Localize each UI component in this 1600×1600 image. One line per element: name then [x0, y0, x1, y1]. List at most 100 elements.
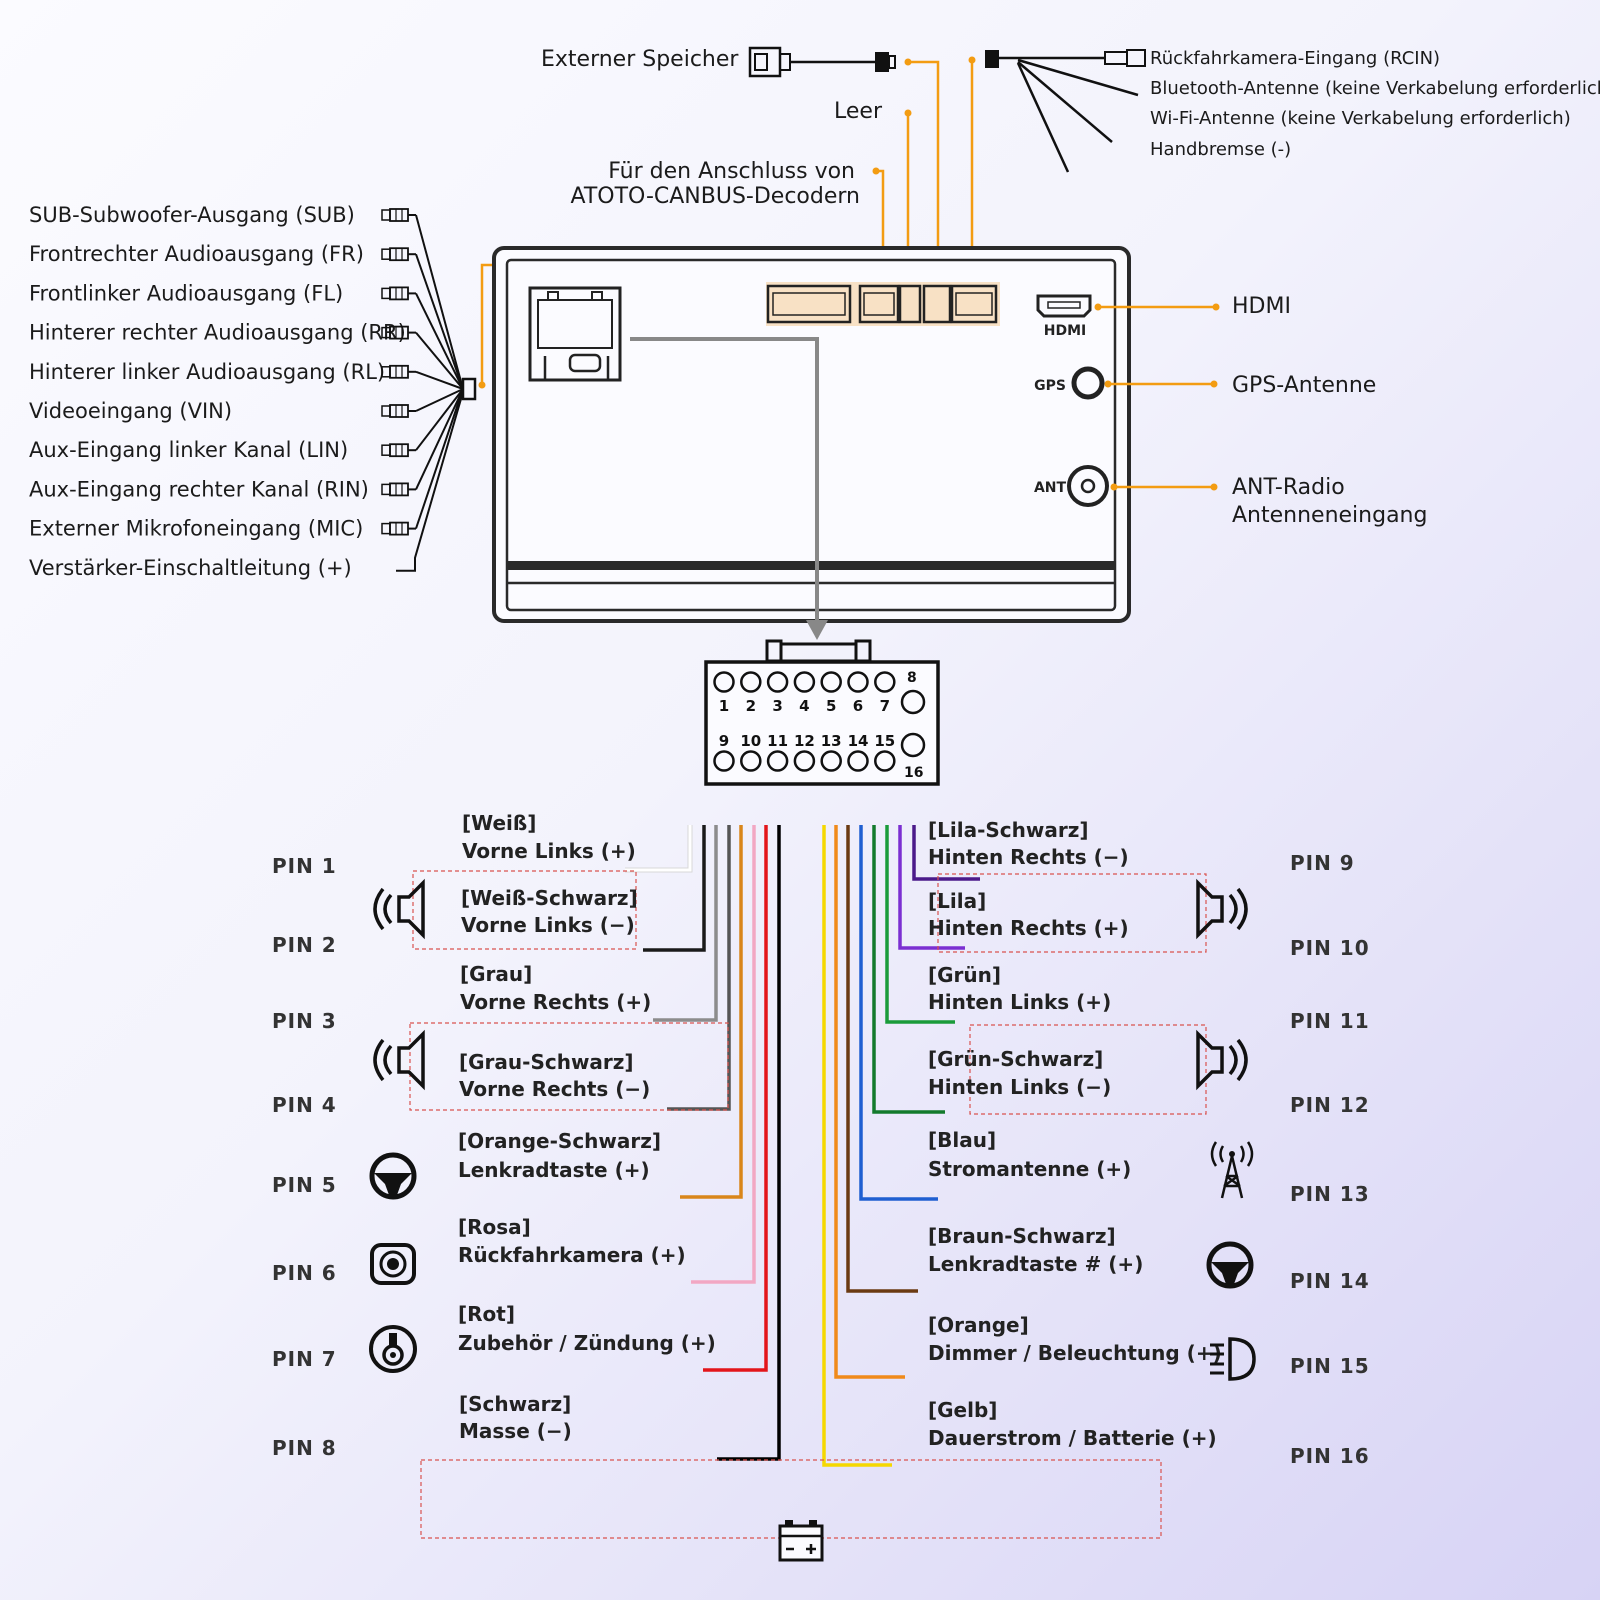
rca-wire	[415, 388, 464, 490]
rca-plug-icon	[381, 521, 416, 536]
wire-function-label: Stromantenne (+)	[928, 1157, 1131, 1181]
wire-color-label: [Rot]	[458, 1302, 515, 1326]
pin-hole	[874, 750, 896, 772]
pin-label: PIN 3	[272, 1009, 337, 1033]
wire-pin-1	[625, 825, 692, 872]
left-wire-bundle	[625, 825, 781, 1461]
canbus-socket-row	[766, 282, 1000, 326]
battery-icon	[778, 1520, 824, 1562]
iso-connector-socket	[528, 286, 622, 382]
rca-plug-icon	[381, 325, 416, 340]
rca-plug-icon	[381, 286, 416, 301]
pin-label: PIN 6	[272, 1261, 337, 1285]
pin-number: 7	[880, 697, 890, 715]
pin-label: PIN 12	[1290, 1093, 1370, 1117]
ignition-key-icon	[369, 1325, 417, 1373]
pin-number: 2	[746, 697, 756, 715]
pin-number: 9	[719, 732, 729, 750]
rcin-label: Rückfahrkamera-Eingang (RCIN)	[1150, 48, 1440, 69]
wire-color-label: [Grün]	[928, 963, 1001, 987]
pin-label: PIN 2	[272, 933, 337, 957]
wire-color-label: [Orange]	[928, 1313, 1029, 1337]
canbus-label-line2: ATOTO-CANBUS-Decodern	[570, 184, 860, 209]
rca-wire	[415, 388, 464, 412]
wire-pin-11	[885, 825, 955, 1024]
left-output-list: SUB-Subwoofer-Ausgang (SUB)Frontrechter …	[29, 203, 464, 580]
rca-wire	[415, 292, 464, 390]
pin-hole	[740, 671, 762, 693]
wire-function-label: Rückfahrkamera (+)	[458, 1243, 686, 1267]
pin-number: 14	[848, 732, 869, 750]
steering-wheel-icon	[1206, 1241, 1254, 1289]
output-label: Frontlinker Audioausgang (FL)	[29, 281, 343, 305]
wire-pin-6	[691, 825, 756, 1284]
wire-color-label: [Schwarz]	[459, 1392, 571, 1416]
pin-label-layer: PIN 1[Weiß]Vorne Links (+)PIN 2[Weiß-Sch…	[272, 811, 1370, 1468]
handbrake-label: Handbremse (-)	[1150, 139, 1291, 160]
wire-color-label: [Gelb]	[928, 1398, 997, 1422]
rca-plug-icon	[381, 364, 416, 379]
head-unit: HDMI GPS ANT	[492, 246, 1131, 640]
wire-function-label: Hinten Links (+)	[928, 990, 1111, 1014]
pin-number: 13	[821, 732, 842, 750]
rca-wire	[415, 253, 464, 390]
pin-number: 3	[772, 697, 782, 715]
pin-number: 5	[826, 697, 836, 715]
output-label: Verstärker-Einschaltleitung (+)	[29, 556, 352, 580]
pin-label: PIN 7	[272, 1347, 337, 1371]
rca-plug-icon	[381, 404, 416, 418]
wire-color-label: [Lila]	[928, 889, 986, 913]
pin-number: 4	[799, 697, 809, 715]
pin-hole	[766, 671, 789, 693]
rca-plug-icon	[381, 443, 416, 458]
wire-color-label: [Weiß]	[462, 811, 536, 835]
hdmi-port-icon	[1036, 294, 1092, 318]
pin-label: PIN 16	[1290, 1444, 1370, 1468]
wire-function-label: Hinten Rechts (−)	[928, 845, 1129, 869]
output-label: Externer Mikrofoneingang (MIC)	[29, 517, 363, 541]
ant-label-line1: ANT-Radio	[1232, 475, 1345, 500]
ant-small-label: ANT	[1034, 480, 1067, 496]
rca-plug-icon	[381, 482, 416, 497]
empty-port-label: Leer	[834, 99, 883, 124]
rca-wire	[415, 388, 464, 529]
rca-plug-icon	[381, 247, 416, 262]
wire-pin-10	[898, 825, 965, 950]
wire-function-label: Hinten Links (−)	[928, 1075, 1111, 1099]
rca-plug-icon	[381, 208, 416, 222]
rca-wire	[415, 388, 464, 451]
rca-wire	[415, 370, 464, 390]
pin-label: PIN 9	[1290, 851, 1355, 875]
gps-port-icon	[1071, 366, 1105, 400]
output-label: Videoeingang (VIN)	[29, 399, 232, 423]
pin-number: 15	[874, 732, 895, 750]
wire-function-label: Dauerstrom / Batterie (+)	[928, 1426, 1217, 1450]
right-port-leaders	[1094, 303, 1220, 491]
camera-icon	[370, 1243, 416, 1285]
hdmi-small-label: HDMI	[1044, 323, 1086, 339]
dashed-group-boxes	[409, 870, 1207, 1539]
hdmi-label: HDMI	[1232, 294, 1291, 319]
pin-number: 1	[719, 697, 729, 715]
wire-pin-16	[822, 825, 892, 1467]
wire-pin-3	[653, 825, 718, 1022]
wire-color-label: [Blau]	[928, 1128, 996, 1152]
bluetooth-label: Bluetooth-Antenne (keine Verkabelung erf…	[1150, 78, 1600, 99]
pin-number: 11	[767, 732, 788, 750]
rear-camera-bundle-icon	[985, 49, 1146, 173]
wire-function-label: Zubehör / Zündung (+)	[458, 1331, 716, 1355]
gps-antenna-label: GPS-Antenne	[1232, 373, 1376, 398]
pin-hole	[713, 671, 735, 693]
external-storage-label: Externer Speicher	[541, 47, 739, 72]
pin-hole	[874, 671, 896, 693]
wire-function-label: Dimmer / Beleuchtung (+)	[928, 1341, 1222, 1365]
gps-small-label: GPS	[1034, 378, 1066, 394]
pin-label: PIN 15	[1290, 1354, 1370, 1378]
wire-color-label: [Braun-Schwarz]	[928, 1224, 1116, 1248]
wire-color-label: [Orange-Schwarz]	[458, 1129, 661, 1153]
output-label: Hinterer linker Audioausgang (RL)	[29, 360, 385, 384]
wire-function-label: Lenkradtaste (+)	[458, 1158, 650, 1182]
